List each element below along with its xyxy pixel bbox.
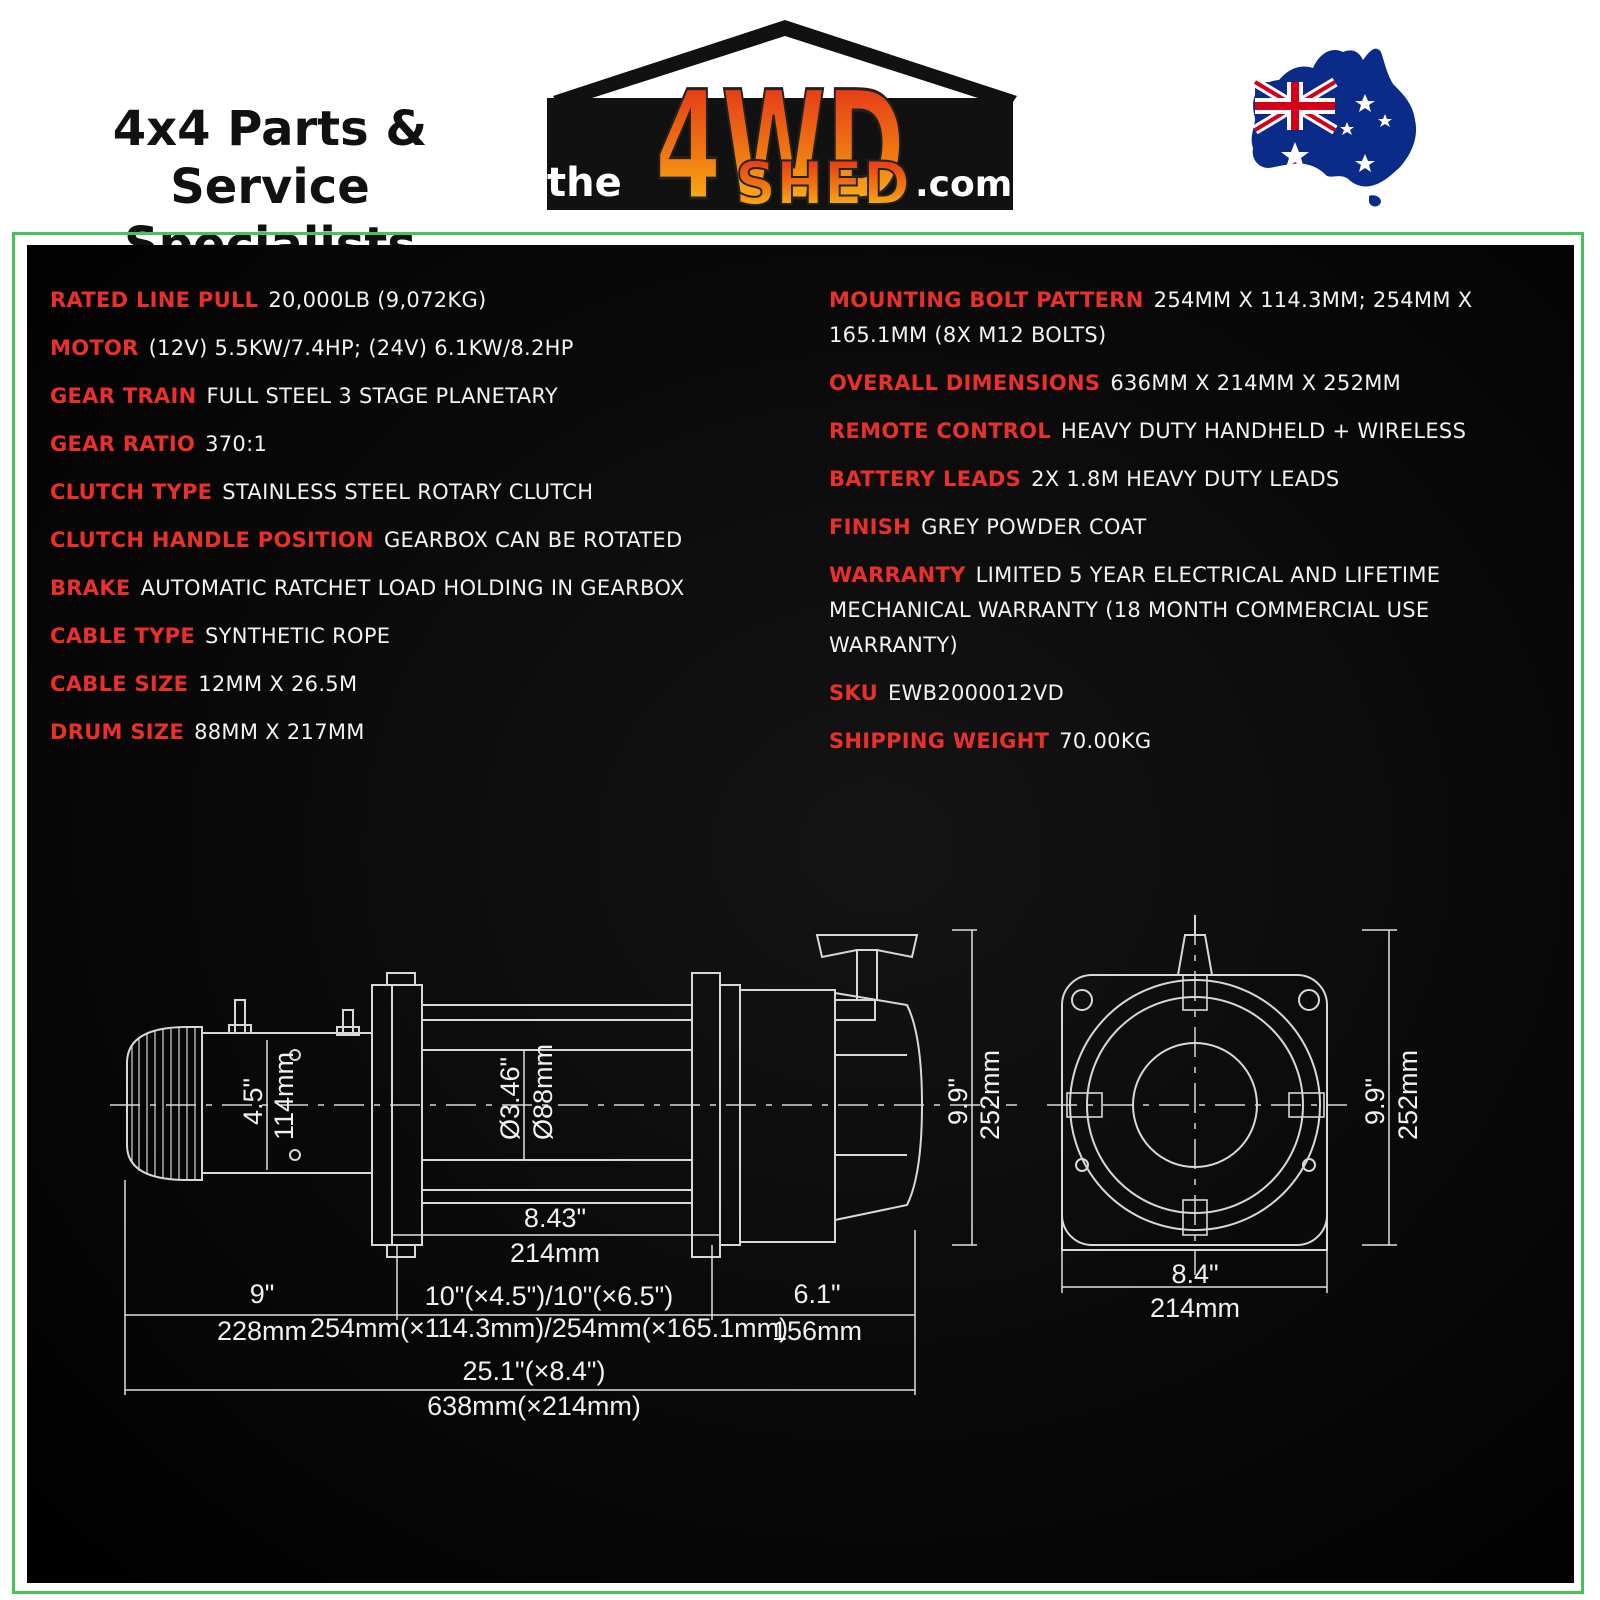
dim-drum-length-in: 8.43"	[524, 1203, 586, 1233]
spec-label: MOUNTING BOLT PATTERN	[829, 288, 1144, 312]
spec-value: SYNTHETIC ROPE	[204, 624, 391, 648]
spec-row: SKU EWB2000012VD	[829, 676, 1559, 711]
spec-value: AUTOMATIC RATCHET LOAD HOLDING IN GEARBO…	[140, 576, 685, 600]
dim-end-height-in: 9.9"	[1360, 1078, 1390, 1125]
spec-value: 254MM X 114.3MM; 254MM X 165.1MM (8X M12…	[829, 288, 1473, 347]
spec-value: (12V) 5.5KW/7.4HP; (24V) 6.1KW/8.2HP	[148, 336, 574, 360]
spec-value: 636MM X 214MM X 252MM	[1110, 371, 1402, 395]
spec-row: CABLE TYPE SYNTHETIC ROPE	[50, 619, 790, 654]
spec-label: GEAR RATIO	[50, 432, 196, 456]
spec-row: REMOTE CONTROL HEAVY DUTY HANDHELD + WIRE…	[829, 414, 1559, 449]
dim-end-width-in: 8.4"	[1171, 1259, 1218, 1289]
spec-row: GEAR RATIO 370:1	[50, 427, 790, 462]
spec-value: HEAVY DUTY HANDHELD + WIRELESS	[1061, 419, 1467, 443]
spec-label: WARRANTY	[829, 563, 966, 587]
spec-label: CLUTCH HANDLE POSITION	[50, 528, 374, 552]
spec-label: DRUM SIZE	[50, 720, 185, 744]
the-4wd-shed-logo[interactable]: the 4WD SHED .com	[545, 16, 1025, 216]
spec-row: MOTOR (12V) 5.5KW/7.4HP; (24V) 6.1KW/8.2H…	[50, 331, 790, 366]
australia-flag-map-icon	[1251, 48, 1417, 207]
logo-the: the	[547, 160, 622, 206]
dim-motor-height-mm: 114mm	[269, 1052, 299, 1140]
winch-side-view	[110, 934, 1017, 1258]
spec-row: CABLE SIZE 12MM X 26.5M	[50, 667, 790, 702]
spec-value: LIMITED 5 YEAR ELECTRICAL AND LIFETIME M…	[829, 563, 1441, 657]
spec-row: CLUTCH TYPE STAINLESS STEEL ROTARY CLUTCH	[50, 475, 790, 510]
spec-row: FINISH GREY POWDER COAT	[829, 510, 1559, 545]
dim-height-mm: 252mm	[975, 1050, 1005, 1140]
spec-value: 12MM X 26.5M	[198, 672, 358, 696]
spec-value: GREY POWDER COAT	[921, 515, 1147, 539]
dim-bolt-pattern-mm: 254mm(×114.3mm)/254mm(×165.1mm)	[310, 1313, 788, 1343]
spec-label: GEAR TRAIN	[50, 384, 197, 408]
spec-row: BRAKE AUTOMATIC RATCHET LOAD HOLDING IN G…	[50, 571, 790, 606]
dim-motor-length-in: 9"	[250, 1279, 275, 1309]
dim-end-width-mm: 214mm	[1150, 1293, 1240, 1323]
spec-value: 20,000LB (9,072KG)	[268, 288, 487, 312]
specs-left-column: RATED LINE PULL 20,000LB (9,072KG) MOTOR (1…	[50, 283, 790, 763]
spec-label: SKU	[829, 681, 878, 705]
spec-value: EWB2000012VD	[887, 681, 1065, 705]
dim-motor-height-in: 4.5"	[238, 1078, 268, 1125]
spec-row: BATTERY LEADS 2X 1.8M HEAVY DUTY LEADS	[829, 462, 1559, 497]
spec-label: SHIPPING WEIGHT	[829, 729, 1050, 753]
logo-com: .com	[915, 164, 1012, 205]
spec-label: BATTERY LEADS	[829, 467, 1022, 491]
spec-row: DRUM SIZE 88MM X 217MM	[50, 715, 790, 750]
dim-height-in: 9.9"	[943, 1078, 973, 1125]
winch-end-view	[1047, 915, 1347, 1275]
spec-label: RATED LINE PULL	[50, 288, 259, 312]
dim-drum-diameter-mm: Ø88mm	[528, 1044, 558, 1140]
spec-value: GEARBOX CAN BE ROTATED	[383, 528, 683, 552]
logo-shed: SHED	[735, 149, 910, 216]
spec-value: 2X 1.8M HEAVY DUTY LEADS	[1031, 467, 1340, 491]
spec-value: 70.00KG	[1059, 729, 1152, 753]
spec-row: GEAR TRAIN FULL STEEL 3 STAGE PLANETARY	[50, 379, 790, 414]
spec-row: CLUTCH HANDLE POSITION GEARBOX CAN BE ROT…	[50, 523, 790, 558]
header: 4x4 Parts & Service Specialists the 4WD …	[0, 0, 1600, 273]
dim-total-length-mm: 638mm(×214mm)	[427, 1391, 641, 1421]
spec-label: FINISH	[829, 515, 912, 539]
spec-row: OVERALL DIMENSIONS 636MM X 214MM X 252MM	[829, 366, 1559, 401]
spec-value: 88MM X 217MM	[194, 720, 365, 744]
winch-dimension-drawing: 4.5" 114mm Ø3.46" Ø88mm 9.9" 252mm 8.43"…	[110, 915, 1423, 1421]
spec-label: OVERALL DIMENSIONS	[829, 371, 1101, 395]
spec-row: SHIPPING WEIGHT 70.00KG	[829, 724, 1559, 759]
dim-gearbox-length-mm: 156mm	[772, 1316, 862, 1346]
content-frame	[12, 232, 1584, 1594]
dim-drum-length-mm: 214mm	[510, 1238, 600, 1268]
spec-value: STAINLESS STEEL ROTARY CLUTCH	[222, 480, 594, 504]
dim-drum-diameter-in: Ø3.46"	[495, 1057, 525, 1140]
dimension-lines	[124, 929, 977, 1395]
dim-motor-length-mm: 228mm	[217, 1316, 307, 1346]
logo-4wd: 4WD	[655, 60, 905, 216]
spec-value: 370:1	[205, 432, 268, 456]
dim-total-length-in: 25.1"(×8.4")	[462, 1356, 605, 1386]
spec-label: CLUTCH TYPE	[50, 480, 213, 504]
dim-end-height-mm: 252mm	[1393, 1050, 1423, 1140]
spec-label: BRAKE	[50, 576, 131, 600]
end-view-dimension-lines	[1061, 929, 1397, 1293]
tagline-line-1: 4x4 Parts & Service	[112, 101, 428, 215]
spec-row: RATED LINE PULL 20,000LB (9,072KG)	[50, 283, 790, 318]
dim-gearbox-length-in: 6.1"	[793, 1279, 840, 1309]
spec-label: MOTOR	[50, 336, 139, 360]
spec-label: CABLE SIZE	[50, 672, 189, 696]
spec-value: FULL STEEL 3 STAGE PLANETARY	[206, 384, 559, 408]
spec-label: REMOTE CONTROL	[829, 419, 1052, 443]
dim-bolt-pattern-in: 10"(×4.5")/10"(×6.5")	[425, 1281, 673, 1311]
spec-label: CABLE TYPE	[50, 624, 195, 648]
spec-panel: RATED LINE PULL 20,000LB (9,072KG) MOTOR (1…	[27, 245, 1574, 1583]
